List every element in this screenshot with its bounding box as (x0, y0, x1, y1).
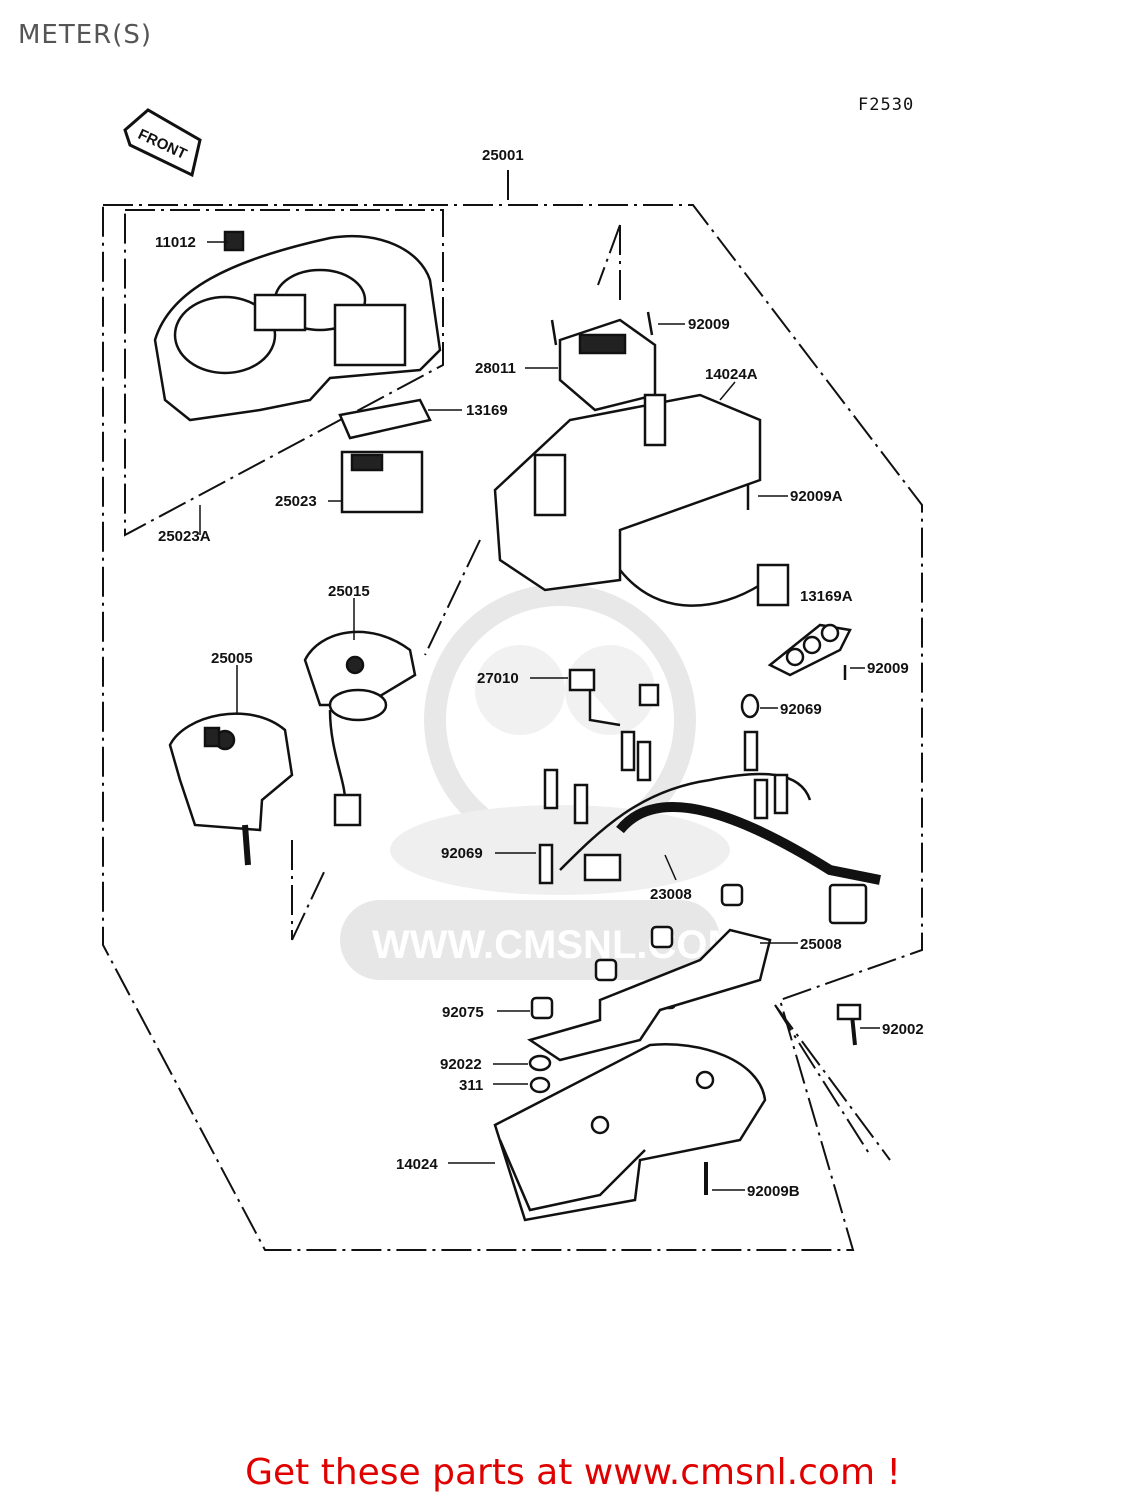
part-number: 27010 (477, 670, 519, 687)
shop-link[interactable]: Get these parts at www.cmsnl.com ! (245, 1452, 901, 1493)
part-callouts: 25001 11012 92009 28011 14024A 13169 250… (155, 147, 924, 1200)
part-number: 25023A (158, 528, 211, 545)
part-number: 92009 (867, 660, 909, 677)
tachometer (303, 630, 417, 827)
speedometer (168, 712, 294, 866)
lens-and-indicator (338, 398, 432, 514)
watermark-text: WWW.CMSNL.COM (372, 923, 741, 967)
upper-case-assembly (493, 311, 790, 607)
part-number: 28011 (475, 360, 516, 377)
part-number: 92002 (882, 1021, 924, 1038)
leader-lines (199, 241, 880, 1191)
part-number: 25005 (211, 650, 253, 667)
part-number: 11012 (155, 234, 196, 251)
part-number: 13169A (800, 588, 853, 605)
part-number: 25023 (275, 493, 317, 510)
part-number: 92069 (441, 845, 483, 862)
front-arrow-icon: FRONT (123, 108, 202, 178)
part-number: 92009A (790, 488, 843, 505)
page-title: METER(S) (18, 20, 153, 50)
part-number: 14024A (705, 366, 758, 383)
front-arrow-label: FRONT (135, 126, 189, 163)
part-number: 23008 (650, 886, 692, 903)
part-number: 25001 (482, 147, 524, 164)
part-number: 92069 (780, 701, 822, 718)
figure-code: F2530 (858, 95, 915, 115)
bracket-and-grommets (527, 883, 862, 1094)
part-number: 14024 (396, 1156, 438, 1173)
lower-case (493, 1043, 767, 1222)
watermark: WWW.CMSNL.COM (340, 584, 741, 980)
part-number: 92075 (442, 1004, 484, 1021)
wire-harness (538, 730, 881, 925)
small-parts (568, 623, 852, 727)
exploded-parts-diagram: WWW.CMSNL.COM FRONT (102, 108, 924, 1251)
part-number: 92009B (747, 1183, 800, 1200)
part-number: 25015 (328, 583, 370, 600)
part-number: 311 (459, 1077, 483, 1094)
part-number: 25008 (800, 936, 842, 953)
assembly-outline (102, 170, 923, 1251)
part-number: 92022 (440, 1056, 482, 1073)
meter-housing (153, 230, 442, 422)
part-number: 92009 (688, 316, 730, 333)
part-number: 13169 (466, 402, 508, 419)
